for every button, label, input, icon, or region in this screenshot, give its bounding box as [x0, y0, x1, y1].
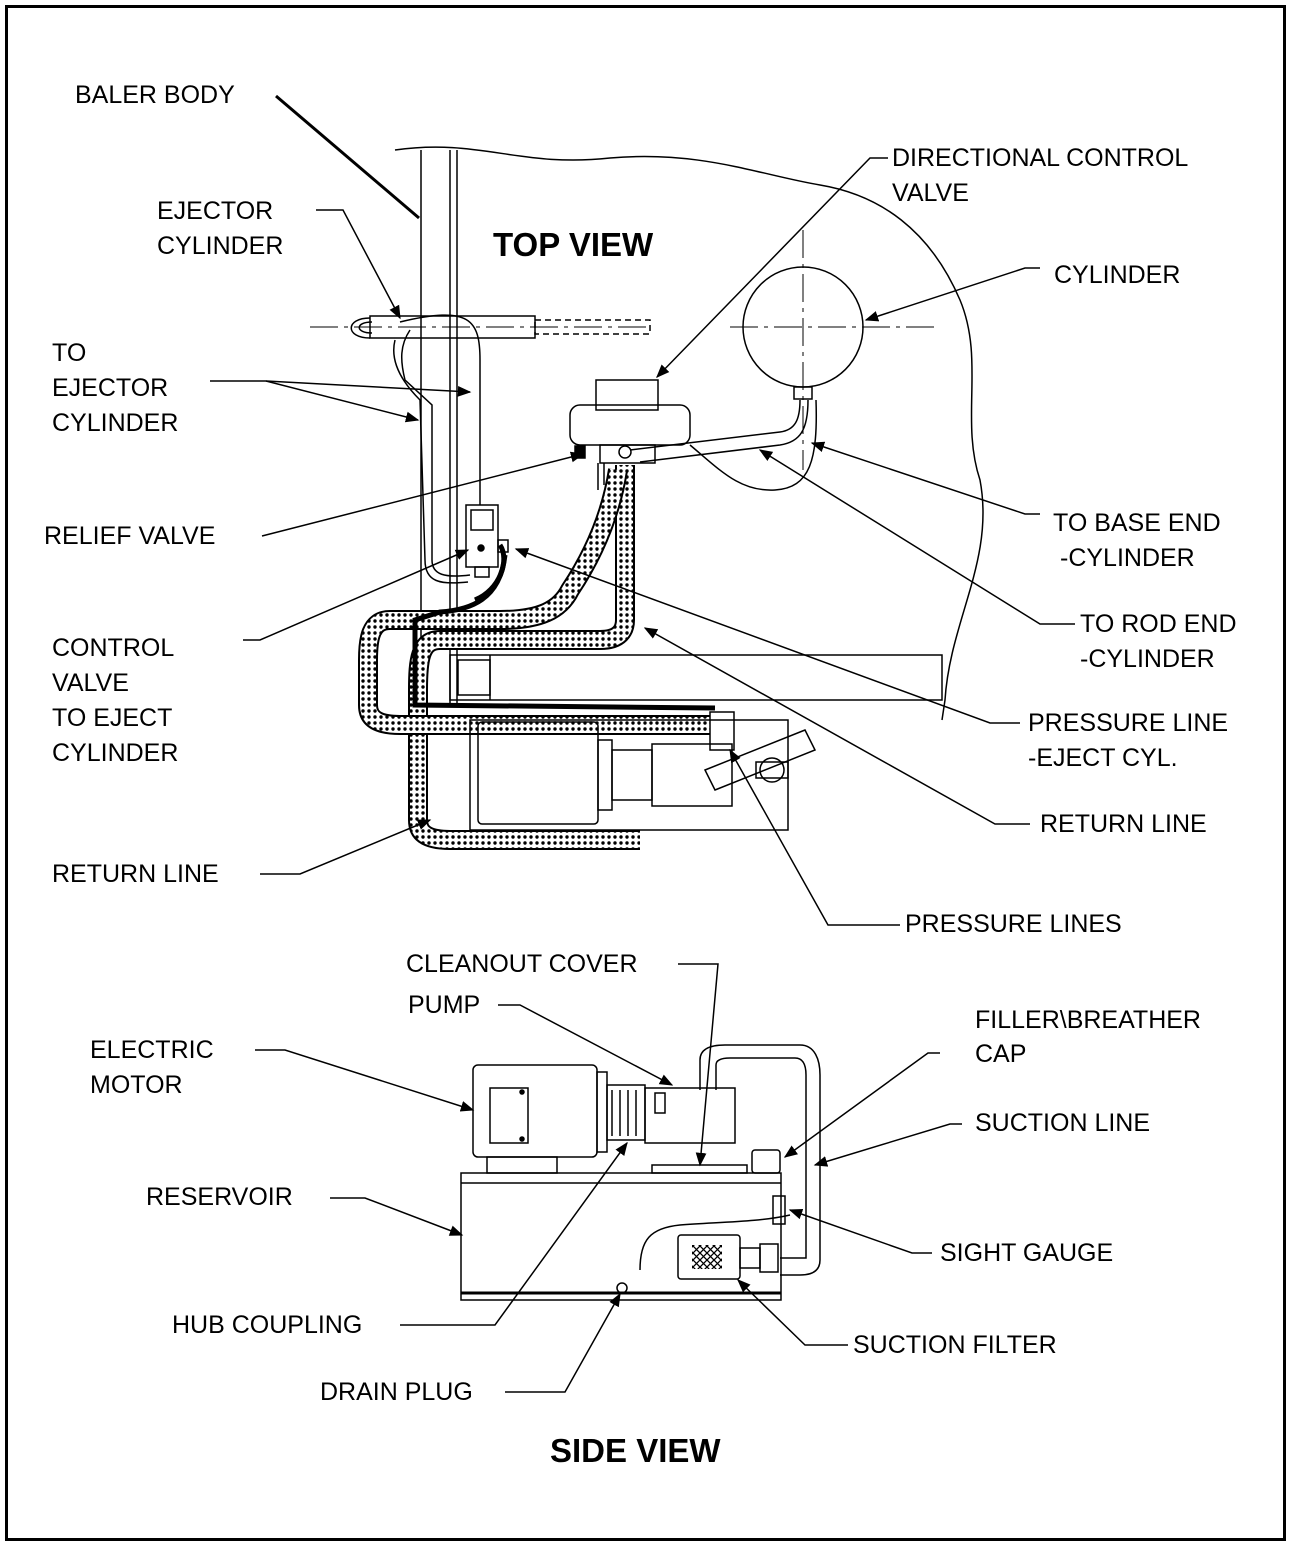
side-view-heading: SIDE VIEW	[550, 1432, 721, 1469]
label-to-ejector-2: EJECTOR	[52, 374, 169, 402]
label-to-rod-end-2: -CYLINDER	[1080, 645, 1215, 673]
label-to-ejector-1: TO	[52, 339, 87, 367]
label-drain-plug: DRAIN PLUG	[320, 1378, 473, 1406]
label-to-base-end-2: -CYLINDER	[1060, 544, 1195, 572]
label-relief-valve: RELIEF VALVE	[44, 522, 216, 550]
baler-body-break-line	[394, 146, 984, 721]
label-electric-motor-2: MOTOR	[90, 1071, 183, 1099]
label-pressure-line-eject-2: -EJECT CYL.	[1028, 744, 1178, 772]
base-end-line	[689, 399, 818, 491]
label-control-valve-2: VALVE	[52, 669, 129, 697]
label-pressure-lines: PRESSURE LINES	[905, 910, 1122, 938]
suction-line-pipe	[699, 1044, 821, 1276]
label-hub-coupling: HUB COUPLING	[172, 1311, 363, 1339]
side-view-leaders	[255, 963, 962, 1393]
label-control-valve-4: CYLINDER	[52, 739, 179, 767]
control-valve-eject	[465, 504, 509, 578]
label-cleanout-cover: CLEANOUT COVER	[406, 950, 638, 978]
label-ejector-cylinder-2: CYLINDER	[157, 232, 284, 260]
label-return-line-left: RETURN LINE	[52, 860, 219, 888]
pump-body	[644, 1087, 736, 1144]
label-ejector-cylinder-1: EJECTOR	[157, 197, 274, 225]
reservoir-tank	[460, 1172, 782, 1301]
side-view-drawing	[460, 1044, 821, 1301]
label-control-valve-1: CONTROL	[52, 634, 175, 662]
label-suction-line: SUCTION LINE	[975, 1109, 1151, 1137]
label-suction-filter: SUCTION FILTER	[853, 1331, 1057, 1359]
label-to-base-end-1: TO BASE END	[1053, 509, 1221, 537]
label-electric-motor-1: ELECTRIC	[90, 1036, 214, 1064]
hub-coupling	[606, 1084, 646, 1141]
floor-rail	[449, 654, 943, 701]
drawing-frame	[5, 5, 1286, 1541]
top-view-heading: TOP VIEW	[493, 226, 654, 263]
label-to-ejector-3: CYLINDER	[52, 409, 179, 437]
label-directional-control-valve-1: DIRECTIONAL CONTROL	[892, 144, 1189, 172]
ejector-hose	[399, 314, 481, 505]
label-baler-body: BALER BODY	[75, 81, 235, 109]
label-filler-breather-2: CAP	[975, 1040, 1027, 1068]
label-cylinder: CYLINDER	[1054, 261, 1181, 289]
rod-end-line	[629, 399, 801, 451]
sight-gauge-glass	[772, 1195, 786, 1225]
drain-plug-fitting	[616, 1282, 628, 1294]
filler-breather-cap	[751, 1149, 781, 1174]
label-pump: PUMP	[408, 991, 481, 1019]
label-filler-breather-1: FILLER\BREATHER	[975, 1006, 1201, 1034]
ejector-cylinder	[310, 315, 651, 339]
suction-filter-element	[677, 1234, 779, 1280]
label-pressure-line-eject-1: PRESSURE LINE	[1028, 709, 1229, 737]
top-view-leaders	[210, 94, 1075, 926]
power-unit-top	[469, 711, 817, 831]
label-sight-gauge: SIGHT GAUGE	[940, 1239, 1114, 1267]
electric-motor	[472, 1064, 608, 1174]
cleanout-cover-plate	[651, 1164, 748, 1174]
label-control-valve-3: TO EJECT	[52, 704, 173, 732]
top-view-drawing	[310, 146, 984, 850]
label-reservoir: RESERVOIR	[146, 1183, 293, 1211]
label-to-rod-end-1: TO ROD END	[1080, 610, 1237, 638]
label-return-line-right: RETURN LINE	[1040, 810, 1207, 838]
label-directional-control-valve-2: VALVE	[892, 179, 969, 207]
